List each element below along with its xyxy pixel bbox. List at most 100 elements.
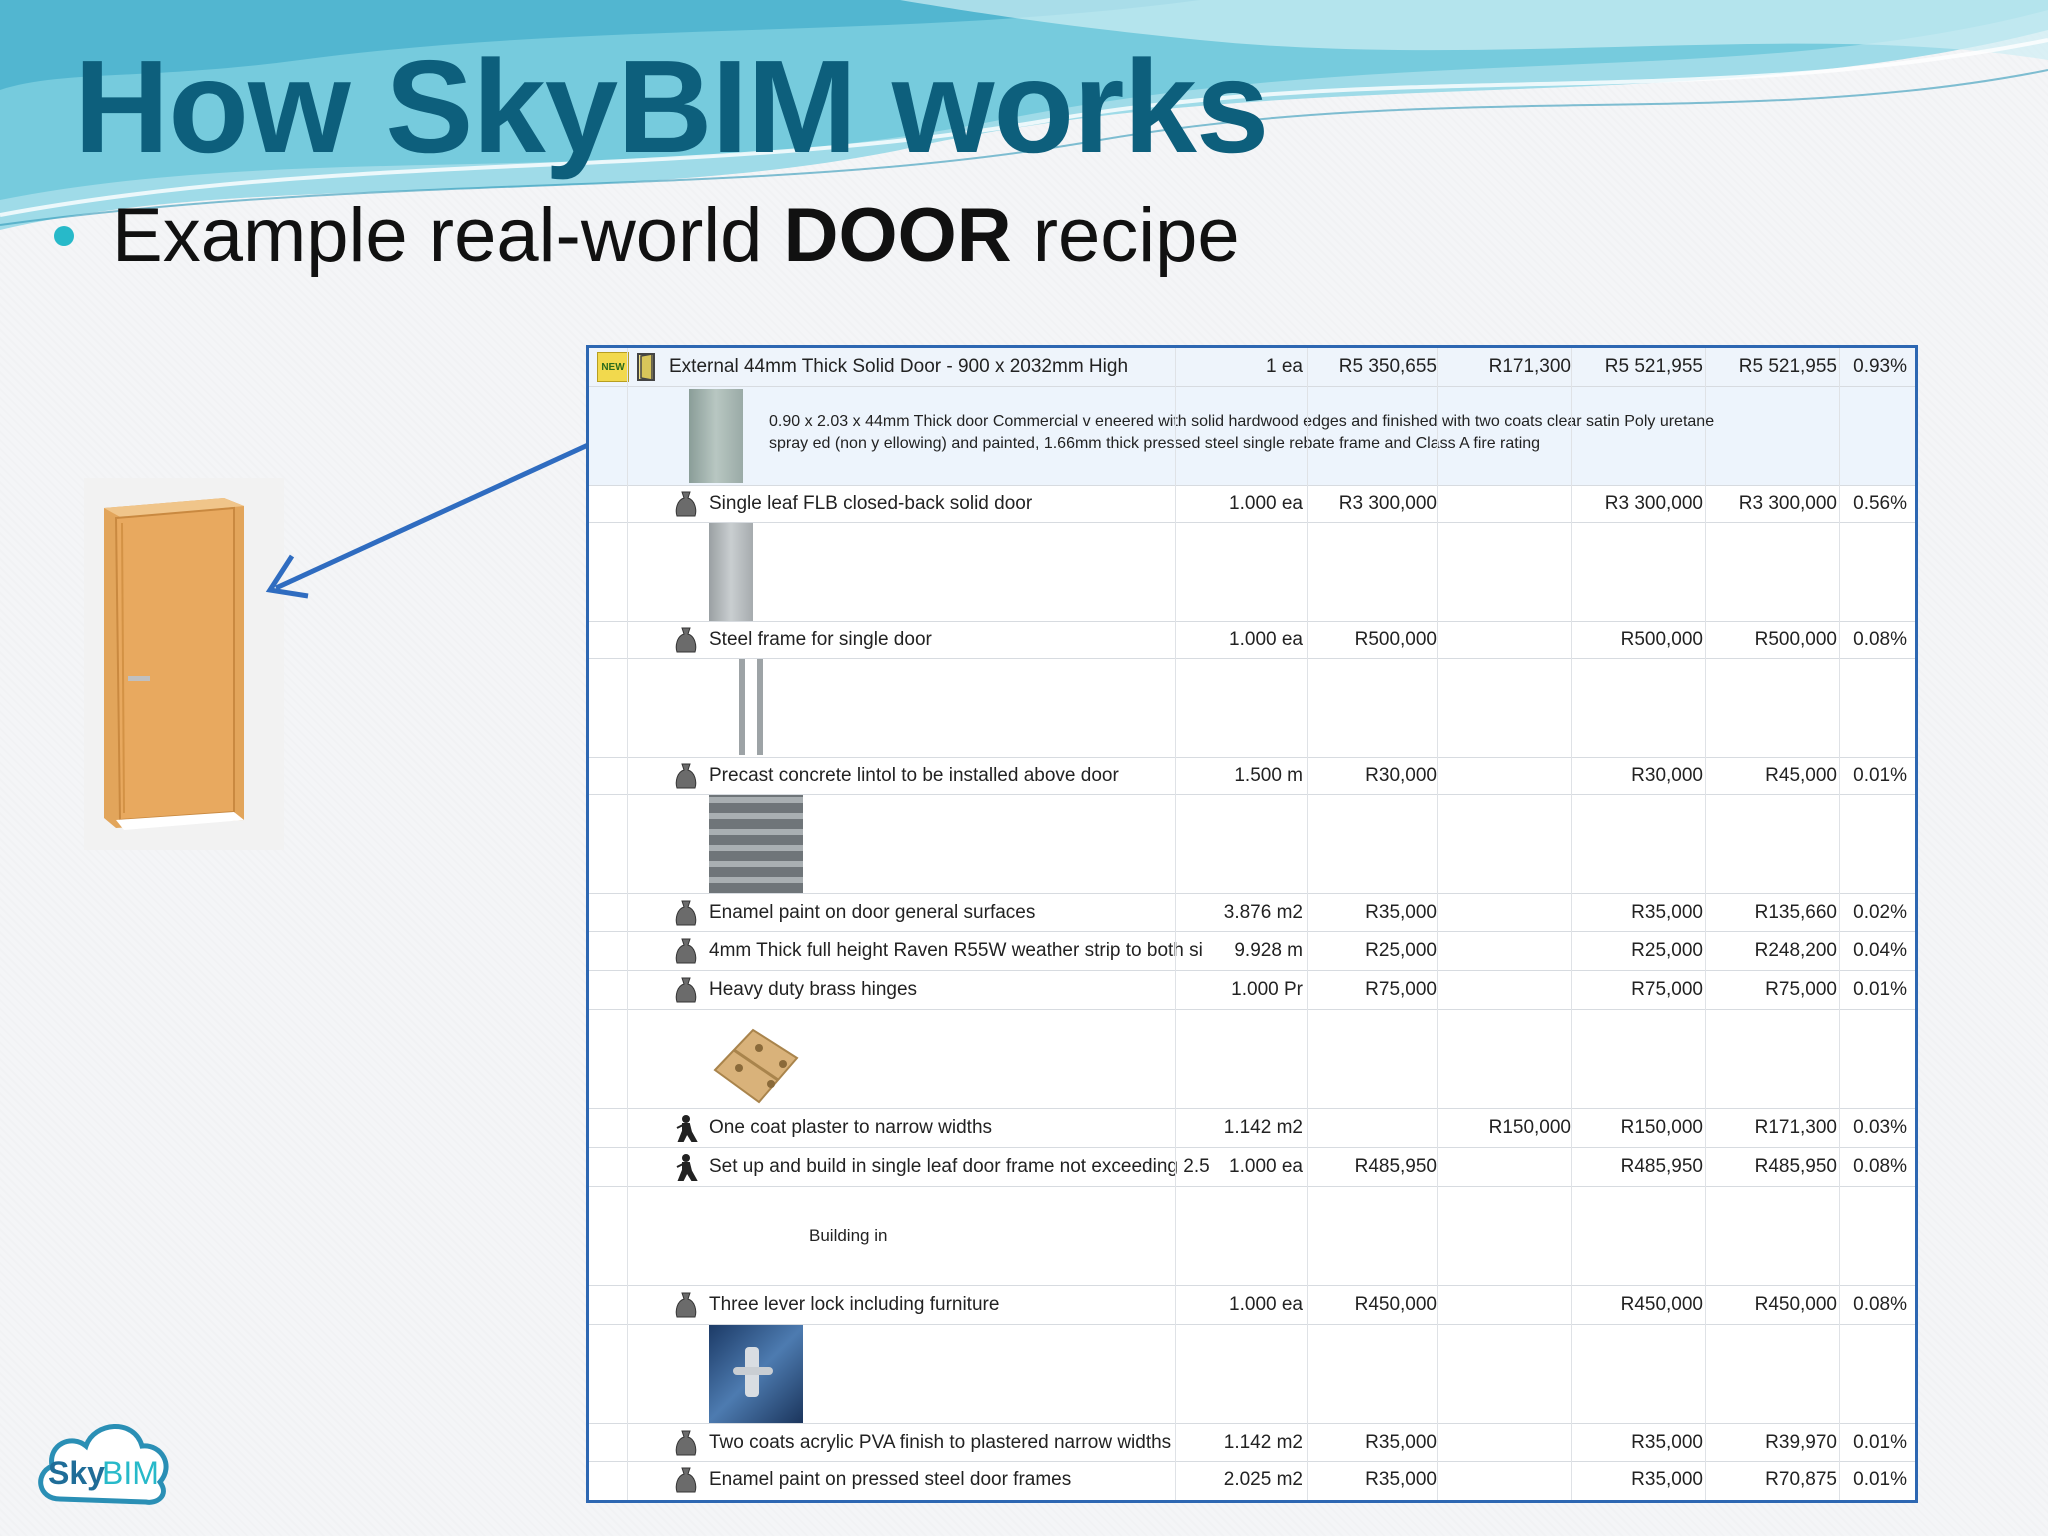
table-row[interactable]: Steel frame for single door 1.000 ea R50…	[589, 622, 1915, 659]
row-percentage: 0.04%	[1853, 940, 1907, 961]
row-rate: R35,000	[1365, 1431, 1437, 1453]
row-description: Three lever lock including furniture	[709, 1294, 1000, 1315]
row-amount: R450,000	[1754, 1294, 1837, 1315]
row-rate: R3 300,000	[1338, 493, 1437, 514]
item-total-rate: R5 521,955	[1604, 356, 1703, 377]
row-percentage: 0.03%	[1853, 1117, 1907, 1138]
row-total-rate: R485,950	[1620, 1156, 1703, 1177]
table-row[interactable]: One coat plaster to narrow widths 1.142 …	[589, 1109, 1915, 1148]
row-percentage: 0.01%	[1853, 1469, 1907, 1490]
table-row[interactable]: Three lever lock including furniture 1.0…	[589, 1286, 1915, 1325]
row-rate: R30,000	[1365, 765, 1437, 786]
lock-thumbnail	[709, 1325, 803, 1423]
row-percentage: 0.08%	[1853, 1156, 1907, 1177]
concrete-lintel-thumbnail	[709, 795, 803, 893]
subtitle-suffix: recipe	[1011, 193, 1240, 278]
building-in-row: Building in	[589, 1187, 1915, 1286]
row-amount: R485,950	[1754, 1156, 1837, 1177]
row-percentage: 0.02%	[1853, 901, 1907, 923]
row-labour	[1439, 1286, 1571, 1324]
row-total-rate: R150,000	[1620, 1117, 1703, 1138]
row-total-rate: R450,000	[1620, 1294, 1703, 1315]
material-bag-icon	[675, 900, 697, 925]
row-total-rate: R30,000	[1631, 765, 1703, 786]
row-amount: R75,000	[1765, 979, 1837, 1000]
row-qty: 1.000 ea	[1229, 1294, 1303, 1315]
item-description: External 44mm Thick Solid Door - 900 x 2…	[669, 356, 1129, 377]
material-bag-icon	[675, 938, 697, 964]
row-labour	[1439, 622, 1571, 658]
row-labour	[1439, 1462, 1571, 1498]
row-description: Heavy duty brass hinges	[709, 979, 918, 1000]
subtitle-prefix: Example real-world	[112, 193, 784, 278]
row-rate: R25,000	[1365, 940, 1437, 961]
row-percentage: 0.08%	[1853, 1294, 1907, 1315]
table-row[interactable]: Single leaf FLB closed-back solid door 1…	[589, 486, 1915, 523]
door-leaf-thumbnail	[709, 523, 753, 621]
row-rate: R75,000	[1365, 979, 1437, 1000]
logo-text-sky: Sky	[48, 1455, 105, 1491]
row-qty: 1.000 Pr	[1231, 979, 1303, 1000]
row-description: Single leaf FLB closed-back solid door	[709, 493, 1033, 514]
row-total-rate: R3 300,000	[1604, 493, 1703, 514]
logo-text-bim: BIM	[102, 1455, 159, 1491]
row-amount: R135,660	[1754, 901, 1837, 923]
row-amount: R70,875	[1765, 1469, 1837, 1490]
column-separator	[1437, 348, 1438, 1500]
row-amount: R248,200	[1754, 940, 1837, 961]
row-description: Set up and build in single leaf door fra…	[709, 1156, 1210, 1177]
table-row[interactable]: Set up and build in single leaf door fra…	[589, 1148, 1915, 1187]
row-amount: R3 300,000	[1738, 493, 1837, 514]
table-row[interactable]: Precast concrete lintol to be installed …	[589, 758, 1915, 795]
row-qty: 2.025 m2	[1223, 1469, 1303, 1490]
row-labour	[1439, 486, 1571, 522]
slide-subtitle: Example real-world DOOR recipe	[112, 190, 1240, 282]
row-amount: R500,000	[1754, 629, 1837, 650]
item-percentage: 0.93%	[1853, 356, 1907, 377]
row-image-area	[589, 1010, 1915, 1109]
skybim-logo: Sky BIM	[30, 1404, 180, 1514]
row-labour	[1439, 932, 1571, 970]
row-qty: 1.142 m2	[1223, 1431, 1303, 1453]
material-bag-icon	[675, 977, 697, 1003]
row-labour	[1439, 1424, 1571, 1461]
row-image-area	[589, 795, 1915, 894]
row-rate: R500,000	[1354, 629, 1437, 650]
door-illustration	[84, 478, 284, 850]
spec-line-2: spray ed (non y ellowing) and painted, 1…	[769, 435, 1541, 452]
row-percentage: 0.08%	[1853, 629, 1907, 650]
material-bag-icon	[675, 1467, 697, 1493]
material-bag-icon	[675, 627, 697, 653]
row-percentage: 0.01%	[1853, 765, 1907, 786]
row-image-area	[589, 659, 1915, 758]
row-rate: R35,000	[1365, 1469, 1437, 1490]
row-qty: 1.000 ea	[1229, 493, 1303, 514]
table-row[interactable]: Two coats acrylic PVA finish to plastere…	[589, 1424, 1915, 1462]
row-qty: 1.000 ea	[1229, 629, 1303, 650]
material-bag-icon	[675, 1430, 697, 1455]
table-row[interactable]: 4mm Thick full height Raven R55W weather…	[589, 932, 1915, 971]
table-row[interactable]: Enamel paint on pressed steel door frame…	[589, 1462, 1915, 1498]
row-description: One coat plaster to narrow widths	[709, 1117, 993, 1138]
row-rate: R450,000	[1354, 1294, 1437, 1315]
column-separator	[1175, 348, 1176, 1500]
row-description: Enamel paint on pressed steel door frame…	[709, 1469, 1072, 1490]
row-amount: R171,300	[1754, 1117, 1837, 1138]
row-qty: 3.876 m2	[1223, 901, 1303, 923]
row-total-rate: R500,000	[1620, 629, 1703, 650]
column-separator	[1307, 348, 1308, 1500]
row-labour	[1439, 971, 1571, 1009]
table-row-header-item[interactable]: NEW External 44mm Thick Solid Door - 900…	[589, 348, 1915, 387]
labour-worker-icon	[676, 1154, 698, 1181]
column-separator	[1571, 348, 1572, 1500]
row-qty: 1.000 ea	[1229, 1156, 1303, 1177]
row-description: Steel frame for single door	[709, 629, 932, 650]
row-total-rate: R25,000	[1631, 940, 1703, 961]
table-row[interactable]: Heavy duty brass hinges 1.000 Pr R75,000…	[589, 971, 1915, 1010]
table-row[interactable]: Enamel paint on door general surfaces 3.…	[589, 894, 1915, 932]
row-amount: R39,970	[1765, 1431, 1837, 1453]
row-labour	[1439, 758, 1571, 794]
door-thumbnail	[689, 389, 743, 483]
item-labour: R171,300	[1488, 356, 1571, 377]
brass-hinge-thumbnail	[713, 1028, 799, 1104]
